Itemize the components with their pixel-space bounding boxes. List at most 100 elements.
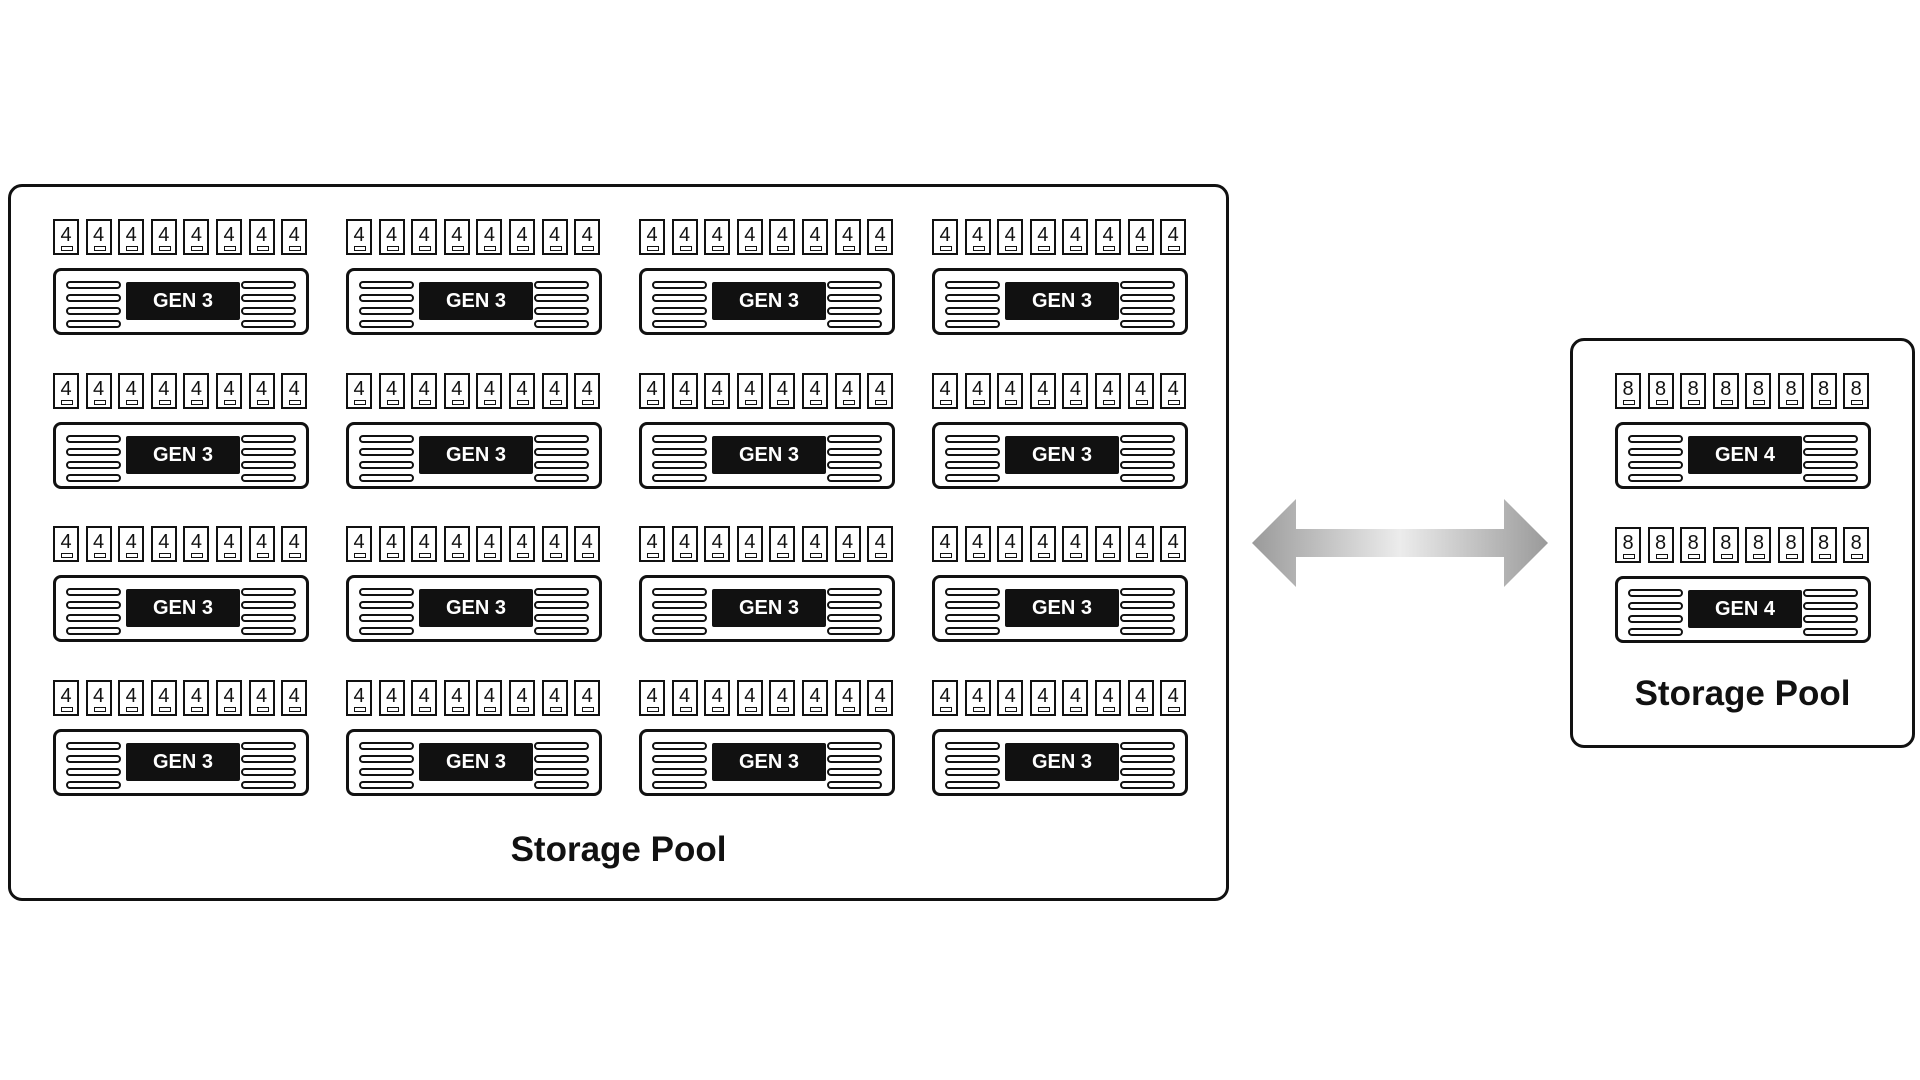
- drive-icon: 4: [183, 526, 210, 562]
- drive-icon: 4: [443, 526, 470, 562]
- drive-connector: [191, 246, 204, 251]
- drive-capacity: 4: [1102, 531, 1114, 553]
- drive-connector: [158, 399, 171, 405]
- drive-icon: 4: [574, 372, 601, 409]
- drive-connector: [1070, 706, 1083, 712]
- drive-connector: [386, 246, 399, 251]
- drive-capacity: 4: [451, 377, 463, 400]
- drive-icon: 4: [671, 372, 698, 409]
- drive-icon: 4: [476, 526, 503, 562]
- drive-icon: 4: [216, 372, 242, 409]
- drive-connector: [289, 399, 302, 405]
- drive-connector: [1037, 246, 1050, 251]
- drive-connector: [1753, 400, 1766, 405]
- drive-capacity: 4: [581, 684, 593, 707]
- drive-capacity: 4: [93, 684, 105, 707]
- drive-connector: [517, 706, 529, 712]
- drive-connector: [517, 553, 529, 558]
- generation-badge: GEN 3: [126, 742, 240, 781]
- pool-label: Storage Pool: [1634, 674, 1851, 713]
- drive-connector: [126, 706, 139, 712]
- drive-capacity: 4: [158, 531, 170, 553]
- drive-capacity: 4: [549, 531, 561, 553]
- drive-icon: 4: [802, 679, 828, 716]
- drive-connector: [1655, 553, 1668, 559]
- drive-icon: 4: [118, 372, 145, 409]
- drive-icon: 8: [1778, 373, 1804, 409]
- drive-connector: [1688, 400, 1701, 405]
- drive-icon: 4: [769, 219, 796, 255]
- drive-capacity: 4: [581, 531, 593, 553]
- server-chassis: GEN 3: [639, 575, 895, 642]
- drive-capacity: 4: [256, 224, 268, 246]
- drive-capacity: 4: [483, 684, 495, 707]
- drive-icon: 4: [118, 526, 145, 562]
- vent-icon: [1120, 281, 1175, 333]
- generation-badge: GEN 3: [712, 435, 826, 474]
- drive-icon: 4: [53, 679, 79, 716]
- drive-capacity: 4: [809, 377, 821, 400]
- server-chassis: GEN 3: [53, 421, 309, 489]
- drive-icon: 4: [932, 372, 958, 409]
- drive-icon: 4: [183, 679, 210, 716]
- drive-capacity: 4: [353, 684, 365, 707]
- drive-connector: [61, 399, 73, 405]
- drive-connector: [354, 399, 366, 405]
- drive-connector: [191, 553, 204, 558]
- drive-connector: [679, 706, 692, 712]
- drive-connector: [1005, 706, 1018, 712]
- drive-icon: 4: [509, 372, 535, 409]
- drive-icon: 4: [1095, 526, 1121, 562]
- drive-capacity: 4: [418, 224, 430, 246]
- drive-connector: [842, 706, 855, 712]
- drive-icon: 4: [443, 219, 470, 255]
- drive-icon: 4: [671, 526, 698, 562]
- drive-connector: [810, 246, 822, 251]
- drive-capacity: 4: [516, 377, 528, 400]
- drive-capacity: 4: [1037, 377, 1049, 400]
- drive-capacity: 4: [386, 224, 398, 246]
- generation-badge: GEN 4: [1688, 589, 1802, 628]
- vent-icon: [359, 434, 414, 487]
- drive-connector: [289, 706, 302, 712]
- drive-connector: [1135, 246, 1148, 251]
- drive-capacity: 4: [1004, 531, 1016, 553]
- drive-connector: [712, 553, 725, 558]
- drive-capacity: 4: [1004, 377, 1016, 400]
- drive-icon: 4: [541, 372, 568, 409]
- drive-icon: 4: [736, 219, 763, 255]
- drive-connector: [1818, 553, 1831, 559]
- drive-capacity: 4: [60, 684, 72, 707]
- drive-icon: 4: [346, 679, 372, 716]
- drive-connector: [875, 246, 888, 251]
- drive-connector: [712, 399, 725, 405]
- vent-icon: [241, 741, 296, 794]
- drive-capacity: 8: [1752, 531, 1764, 554]
- drive-connector: [224, 246, 236, 251]
- drive-icon: 4: [867, 219, 894, 255]
- drive-connector: [158, 553, 171, 558]
- drive-connector: [93, 399, 106, 405]
- drive-connector: [126, 246, 139, 251]
- drive-capacity: 4: [483, 531, 495, 553]
- vent-icon: [1803, 435, 1858, 487]
- drive-capacity: 4: [1102, 684, 1114, 707]
- drive-connector: [191, 706, 204, 712]
- server-chassis: GEN 3: [346, 575, 602, 642]
- drive-capacity: 4: [711, 531, 723, 553]
- drive-capacity: 8: [1818, 378, 1830, 400]
- drive-capacity: 4: [386, 684, 398, 707]
- drive-capacity: 8: [1850, 378, 1862, 400]
- drive-icon: 4: [834, 372, 861, 409]
- drive-connector: [777, 399, 790, 405]
- vent-icon: [66, 588, 121, 640]
- drive-icon: 4: [411, 219, 438, 255]
- server-chassis: GEN 3: [346, 421, 602, 489]
- vent-icon: [241, 588, 296, 640]
